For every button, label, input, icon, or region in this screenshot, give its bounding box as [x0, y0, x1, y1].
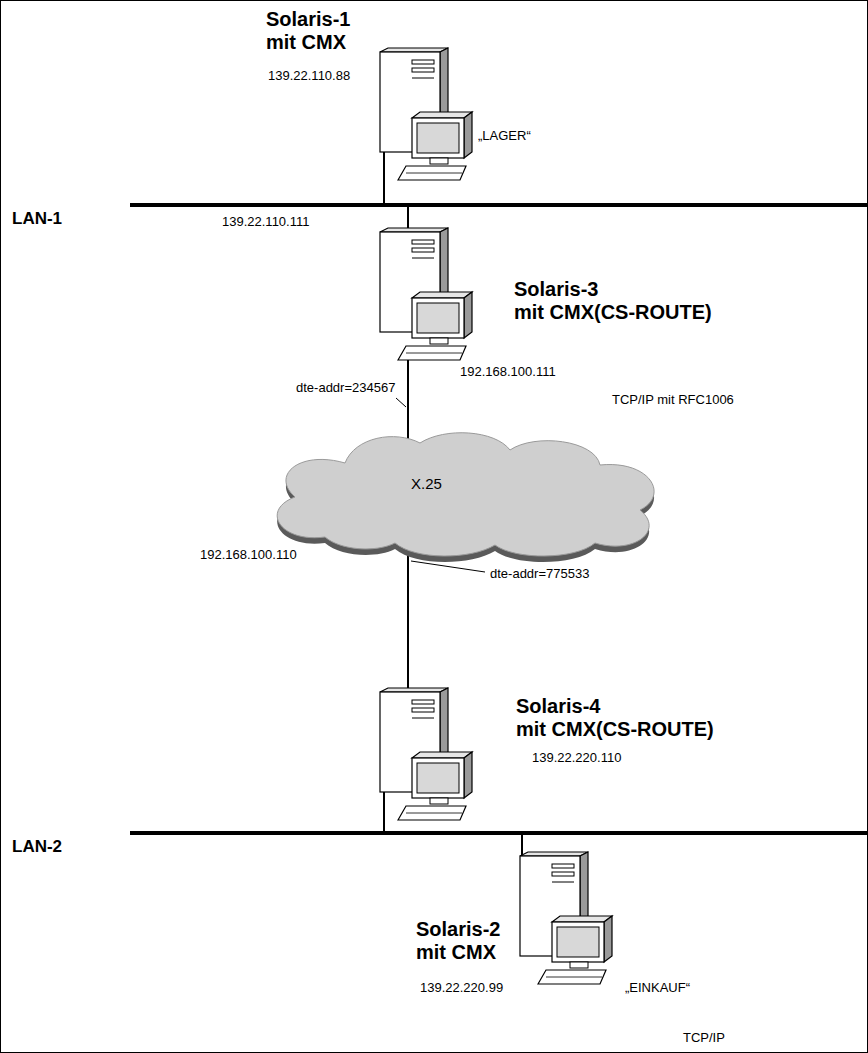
- text-holder: LAN-1: [12, 209, 62, 229]
- network-link: [522, 835, 523, 855]
- address-label: TCP/IP: [683, 1030, 725, 1045]
- host-description: mit CMX: [416, 941, 500, 964]
- address-label: „LAGER“: [478, 128, 531, 143]
- text-holder: Solaris-4mit CMX(CS-ROUTE): [516, 695, 714, 741]
- lan-bus: LAN-1: [130, 203, 868, 207]
- address-label: 139.22.110.88: [268, 68, 350, 83]
- lan-name: LAN-1: [12, 209, 62, 229]
- network-link: [384, 792, 385, 831]
- host-name: Solaris-1: [266, 8, 350, 31]
- address-label: 192.168.100.111: [460, 364, 556, 379]
- host-name: Solaris-4: [516, 695, 714, 718]
- host-description: mit CMX: [266, 31, 350, 54]
- network-link: [408, 540, 409, 691]
- address-label: TCP/IP mit RFC1006: [612, 392, 734, 407]
- leader-line: [396, 398, 406, 407]
- text-holder: X.25: [411, 475, 442, 493]
- lan-bus: LAN-2: [130, 831, 868, 835]
- network-name: X.25: [411, 475, 442, 493]
- computer-node: Solaris-2mit CMX: [516, 852, 616, 984]
- computer-node: Solaris-1mit CMX: [376, 48, 476, 180]
- host-name: Solaris-2: [416, 918, 500, 941]
- network-link: [408, 207, 409, 231]
- text-holder: Solaris-2mit CMX: [416, 918, 500, 964]
- computer-node: Solaris-4mit CMX(CS-ROUTE): [376, 688, 476, 820]
- address-label: 139.22.220.110: [532, 750, 621, 765]
- host-description: mit CMX(CS-ROUTE): [516, 718, 714, 741]
- computer-icon: [380, 228, 472, 360]
- address-label: 139.22.110.111: [222, 214, 309, 229]
- address-label: dte-addr=234567: [296, 380, 395, 395]
- computer-icon: [380, 688, 472, 820]
- leader-line: [411, 561, 485, 572]
- address-label: 139.22.220.99: [420, 980, 503, 995]
- network-link: [384, 152, 385, 203]
- text-holder: Solaris-3mit CMX(CS-ROUTE): [514, 278, 712, 324]
- host-name: Solaris-3: [514, 278, 712, 301]
- computer-node: Solaris-3mit CMX(CS-ROUTE): [376, 228, 476, 360]
- host-description: mit CMX(CS-ROUTE): [514, 301, 712, 324]
- lan-name: LAN-2: [12, 837, 62, 857]
- network-cloud: X.25: [255, 425, 673, 565]
- network-link: [408, 360, 409, 445]
- address-label: 192.168.100.110: [200, 547, 297, 562]
- computer-icon: [380, 48, 472, 180]
- cloud-shape: [255, 425, 673, 565]
- address-label: dte-addr=775533: [490, 566, 589, 581]
- text-holder: LAN-2: [12, 837, 62, 857]
- computer-icon: [520, 852, 612, 984]
- text-holder: Solaris-1mit CMX: [266, 8, 350, 54]
- address-label: „EINKAUF“: [625, 980, 690, 995]
